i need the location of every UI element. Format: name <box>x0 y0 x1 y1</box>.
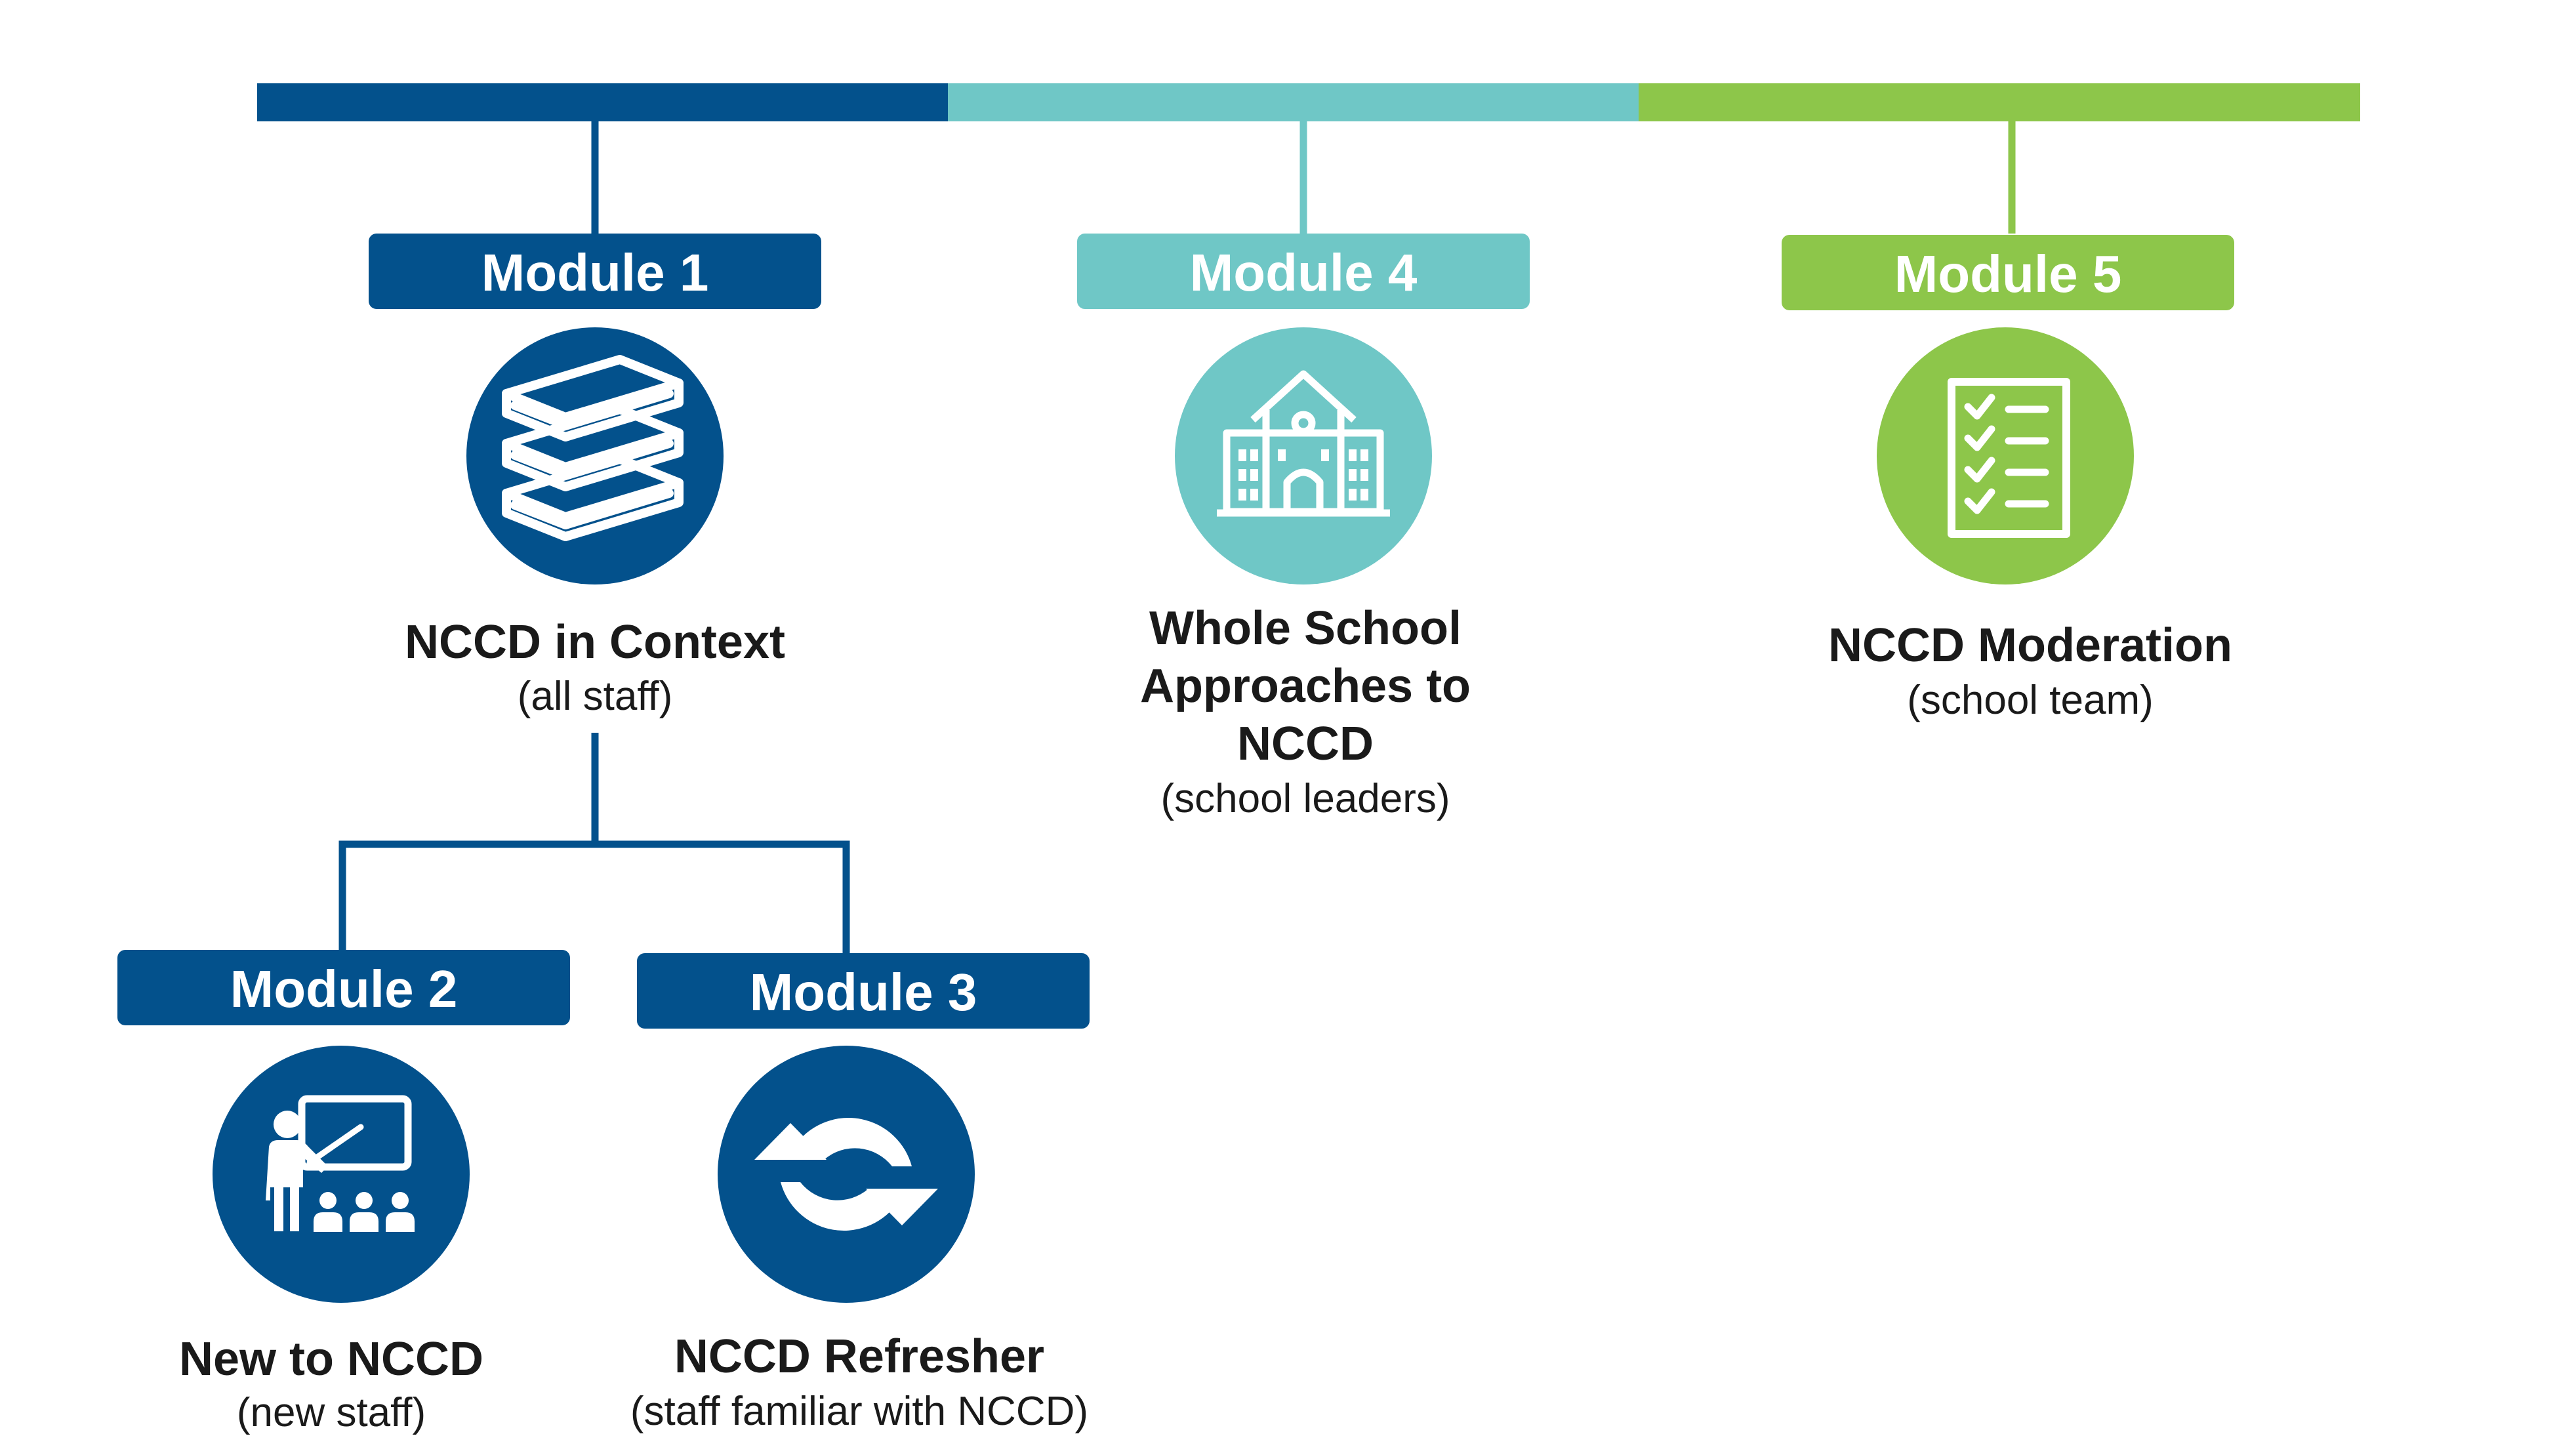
module-2: Module 2 New to NCCD (new staff) <box>117 950 570 1435</box>
module-4-subtitle: (school leaders) <box>1160 776 1450 821</box>
top-bar-teal-segment <box>948 83 1639 121</box>
module-4-title-line-1: Whole School <box>1149 602 1462 655</box>
module-4-title-line-3: NCCD <box>1237 718 1374 770</box>
checklist-icon <box>1948 378 2070 538</box>
module-1-subtitle: (all staff) <box>518 674 673 719</box>
module-4-label-box <box>1077 234 1530 309</box>
module-4: Module 4 Whole School Approaches to N <box>1077 234 1530 821</box>
module-3: Module 3 NCCD Refresher (staff familiar … <box>630 953 1090 1434</box>
module-2-subtitle: (new staff) <box>237 1390 426 1435</box>
module-3-label-box <box>637 953 1090 1029</box>
top-bar-blue-segment <box>257 83 948 121</box>
top-bar-green-segment <box>1639 83 2360 121</box>
module-5-label: Module 5 <box>1894 245 2122 303</box>
module-5-label-box <box>1782 235 2234 310</box>
module-1-label-box <box>369 234 821 309</box>
school-windows <box>1238 449 1368 501</box>
module-5: Module 5 NCCD Moderation (school team) <box>1782 235 2234 723</box>
module-2-icon-circle <box>213 1046 470 1303</box>
module-1-title: NCCD in Context <box>405 616 785 668</box>
module-2-label-box <box>117 950 570 1025</box>
module-3-icon-circle <box>718 1046 975 1303</box>
module-5-subtitle: (school team) <box>1907 678 2154 723</box>
module-3-title: NCCD Refresher <box>674 1330 1044 1383</box>
teacher-presentation-icon <box>266 1095 415 1232</box>
module-5-icon-circle <box>1877 327 2134 584</box>
module-3-subtitle: (staff familiar with NCCD) <box>630 1389 1088 1434</box>
connector-modules-2-3 <box>338 733 850 955</box>
module-1-label: Module 1 <box>481 243 709 302</box>
module-4-label: Module 4 <box>1190 243 1418 302</box>
module-2-title: New to NCCD <box>179 1333 483 1385</box>
module-3-label: Module 3 <box>750 963 977 1021</box>
module-5-title: NCCD Moderation <box>1828 619 2232 672</box>
module-2-label: Module 2 <box>230 960 458 1018</box>
module-1: Module 1 NCCD in Context (all staff) <box>369 234 821 719</box>
refresh-arrows-icon <box>754 1118 938 1231</box>
module-4-icon-circle <box>1175 327 1432 584</box>
books-icon <box>502 355 684 541</box>
module-4-title-line-2: Approaches to <box>1140 660 1471 712</box>
school-building-icon <box>1217 370 1390 517</box>
